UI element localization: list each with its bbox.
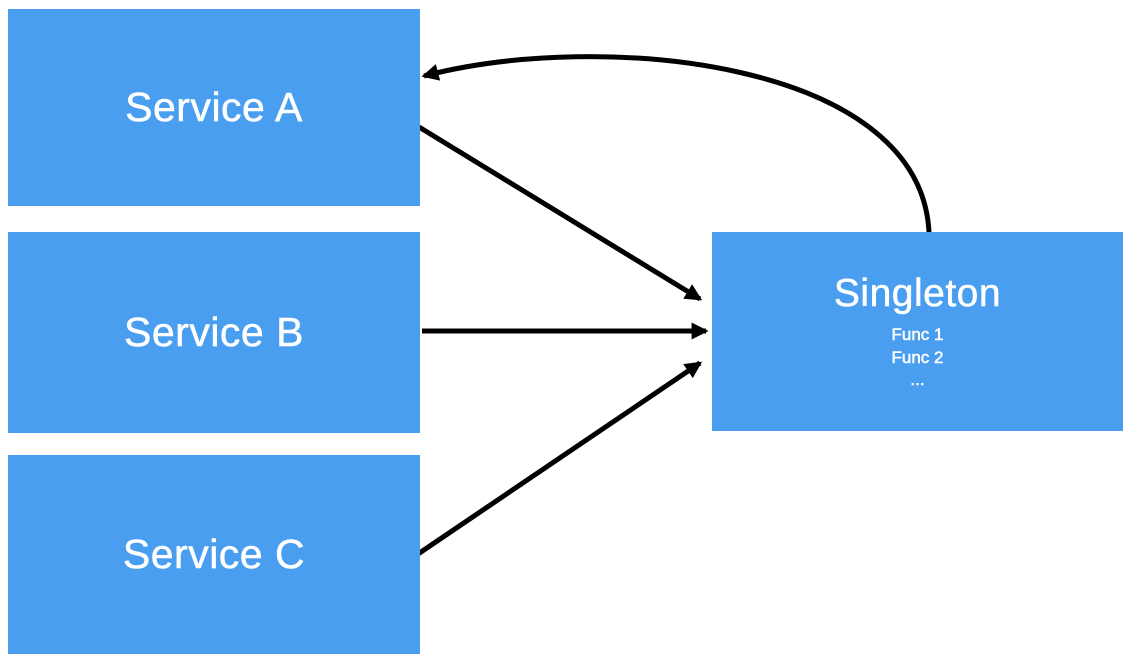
- node-singleton-func-2: Func 2: [891, 347, 944, 368]
- node-service-a: Service A: [8, 9, 420, 206]
- node-singleton-ellipsis: ...: [910, 369, 925, 390]
- node-service-a-label: Service A: [125, 83, 303, 130]
- node-singleton-label: Singleton: [833, 272, 1002, 316]
- node-service-b: Service B: [8, 232, 420, 433]
- edge-service-a-to-singleton: [417, 124, 703, 302]
- node-singleton: Singleton Func 1 Func 2 ...: [712, 232, 1123, 431]
- edge-service-c-to-singleton: [416, 360, 703, 557]
- node-service-c: Service C: [8, 455, 420, 654]
- node-service-b-label: Service B: [124, 308, 304, 355]
- node-singleton-func-1: Func 1: [891, 324, 944, 345]
- node-service-c-label: Service C: [122, 530, 306, 577]
- edge-singleton-to-service-a-curved: [421, 54, 932, 233]
